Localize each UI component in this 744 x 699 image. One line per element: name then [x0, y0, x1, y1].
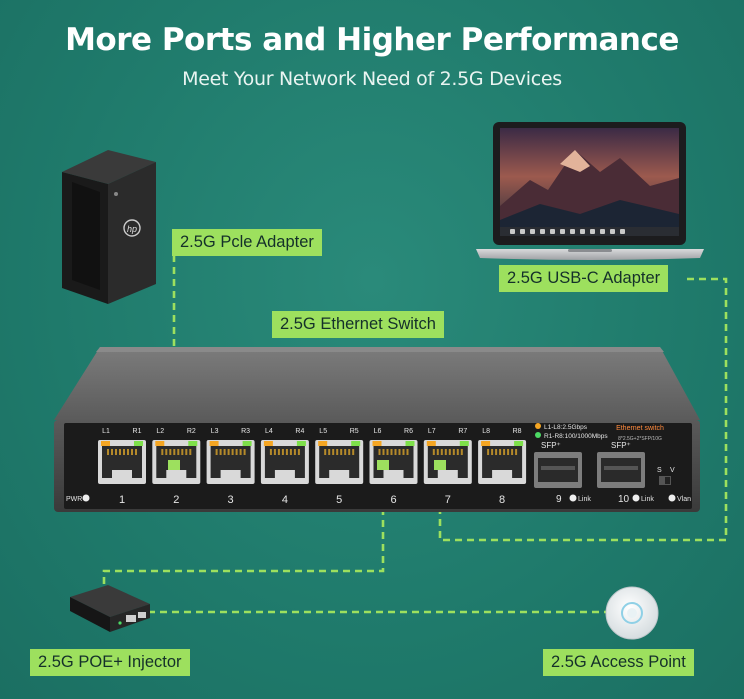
led-label: R4	[295, 428, 304, 435]
port-numbers: 1 2 3 4 5 6 7 8	[119, 494, 505, 506]
port-number: 7	[445, 494, 451, 506]
port-number: 3	[228, 494, 234, 506]
led-green	[188, 441, 198, 446]
led-green	[351, 441, 361, 446]
legend-line2: R1-R8:100/1000Mbps	[544, 433, 608, 440]
sfp-label-9: SFP⁺	[541, 441, 561, 450]
rj45-port	[423, 440, 472, 484]
port-number: 4	[282, 494, 288, 506]
led-amber	[209, 441, 219, 446]
link-label-10: Link	[641, 496, 654, 503]
led-label: L7	[428, 428, 436, 435]
pwr-label: PWR	[66, 496, 82, 503]
svg-text:hp: hp	[127, 224, 137, 234]
line-poe	[102, 469, 385, 596]
led-label: R5	[350, 428, 359, 435]
led-label: L1	[102, 428, 110, 435]
led-amber	[318, 441, 328, 446]
sv-toggle: S V Vlan	[657, 467, 691, 503]
led-label: L4	[265, 428, 273, 435]
led-amber	[155, 441, 165, 446]
rj45-port	[98, 440, 146, 484]
label-usbc-adapter: 2.5G USB-C Adapter	[499, 265, 669, 292]
rj45-port	[478, 440, 527, 484]
led-label: R1	[133, 428, 142, 435]
led-label: L8	[482, 428, 490, 435]
desktop-tower-icon: hp	[62, 150, 156, 304]
sfp-port-10: SFP⁺ 10 Link	[597, 441, 654, 505]
rj45-port	[260, 440, 309, 484]
led-amber	[372, 441, 382, 446]
port-number: 2	[173, 494, 179, 506]
brand-model: 8*2.5G+2*SFP/10G	[618, 436, 662, 442]
led-labels: L1 R1 L2 R2 L3 R3 L4 R4 L5 R5 L6 R6 L7 R7 L8 R8	[102, 428, 522, 435]
led-label: R7	[458, 428, 467, 435]
led-label: R3	[241, 428, 250, 435]
legend-line1: L1-L8:2.5Gbps	[544, 424, 588, 431]
led-label: R8	[513, 428, 522, 435]
toggle-s: S	[657, 467, 662, 474]
rj45-port	[315, 440, 364, 484]
page-title: More Ports and Higher Performance	[65, 22, 679, 58]
led-green	[405, 441, 415, 446]
brand-label: Ethernet switch	[616, 425, 664, 432]
cable-plug	[434, 460, 446, 470]
led-label: L6	[374, 428, 382, 435]
led-label: R2	[187, 428, 196, 435]
link-label-9: Link	[578, 496, 591, 503]
led-label: R6	[404, 428, 413, 435]
rj45-port	[369, 440, 418, 484]
led-label: L5	[319, 428, 327, 435]
led-amber	[481, 441, 491, 446]
toggle-v: V	[670, 467, 675, 474]
led-label: L3	[211, 428, 219, 435]
led-green	[296, 441, 306, 446]
port-number: 6	[390, 494, 396, 506]
led-green	[134, 441, 143, 446]
access-point-icon	[605, 586, 659, 640]
vlan-label: Vlan	[677, 496, 691, 503]
port-number: 5	[336, 494, 342, 506]
led-green	[242, 441, 252, 446]
page-subtitle: Meet Your Network Need of 2.5G Devices	[182, 68, 562, 90]
cable-plug	[168, 460, 180, 470]
sfp-label-10: SFP⁺	[611, 441, 631, 450]
led-amber	[263, 441, 273, 446]
label-ethernet-switch: 2.5G Ethernet Switch	[272, 311, 444, 338]
led-green	[514, 441, 524, 446]
led-amber	[101, 441, 110, 446]
led-label: L2	[156, 428, 164, 435]
poe-injector-icon	[70, 585, 150, 632]
label-access-point: 2.5G Access Point	[543, 649, 694, 676]
power-indicator: PWR	[66, 494, 90, 503]
sfp-number-10: 10	[618, 494, 630, 505]
label-poe-injector: 2.5G POE+ Injector	[30, 649, 190, 676]
rj45-ports	[98, 440, 527, 484]
line-usbc	[438, 277, 728, 542]
port-number: 1	[119, 494, 125, 506]
label-pcie-adapter: 2.5G Pcle Adapter	[172, 229, 322, 256]
sfp-number-9: 9	[556, 494, 562, 505]
rj45-port	[206, 440, 255, 484]
laptop-icon	[476, 122, 704, 260]
led-amber	[426, 441, 436, 446]
sfp-port-9: SFP⁺ 9 Link	[534, 441, 591, 505]
led-legend: L1-L8:2.5Gbps R1-R8:100/1000Mbps	[535, 423, 608, 440]
port-number: 8	[499, 494, 505, 506]
cable-plug	[377, 460, 389, 470]
led-green	[459, 441, 469, 446]
